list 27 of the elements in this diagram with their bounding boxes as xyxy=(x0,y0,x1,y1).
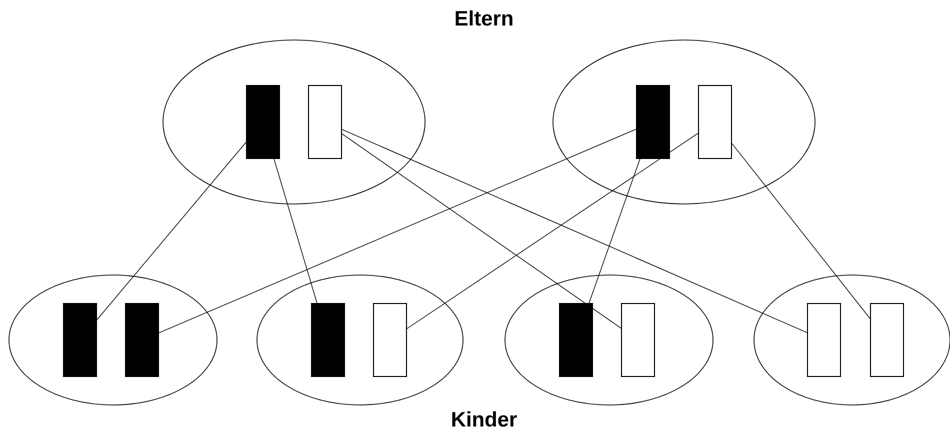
connecting-line xyxy=(342,133,622,329)
filled-bar xyxy=(559,303,593,377)
filled-bar xyxy=(246,85,280,159)
connecting-line xyxy=(158,128,636,334)
connecting-line xyxy=(406,133,698,329)
ellipse xyxy=(256,274,464,406)
empty-bar xyxy=(807,303,841,377)
connecting-line xyxy=(732,143,870,319)
connecting-line xyxy=(274,158,318,304)
filled-bar xyxy=(63,303,97,377)
filled-bar xyxy=(125,303,159,377)
filled-bar xyxy=(311,303,345,377)
empty-bar xyxy=(621,303,655,377)
empty-bar xyxy=(870,303,904,377)
ellipse xyxy=(162,40,426,204)
connecting-line xyxy=(588,158,640,304)
empty-bar xyxy=(373,303,407,377)
empty-bar xyxy=(308,85,342,159)
connecting-line xyxy=(96,142,246,320)
group-label: Eltern xyxy=(456,10,512,26)
connecting-line xyxy=(342,129,808,333)
ellipse xyxy=(552,40,816,204)
filled-bar xyxy=(636,85,670,159)
empty-bar xyxy=(698,85,732,159)
ellipse xyxy=(8,274,218,406)
ellipse xyxy=(504,274,714,406)
group-label: Kinder xyxy=(452,411,517,427)
